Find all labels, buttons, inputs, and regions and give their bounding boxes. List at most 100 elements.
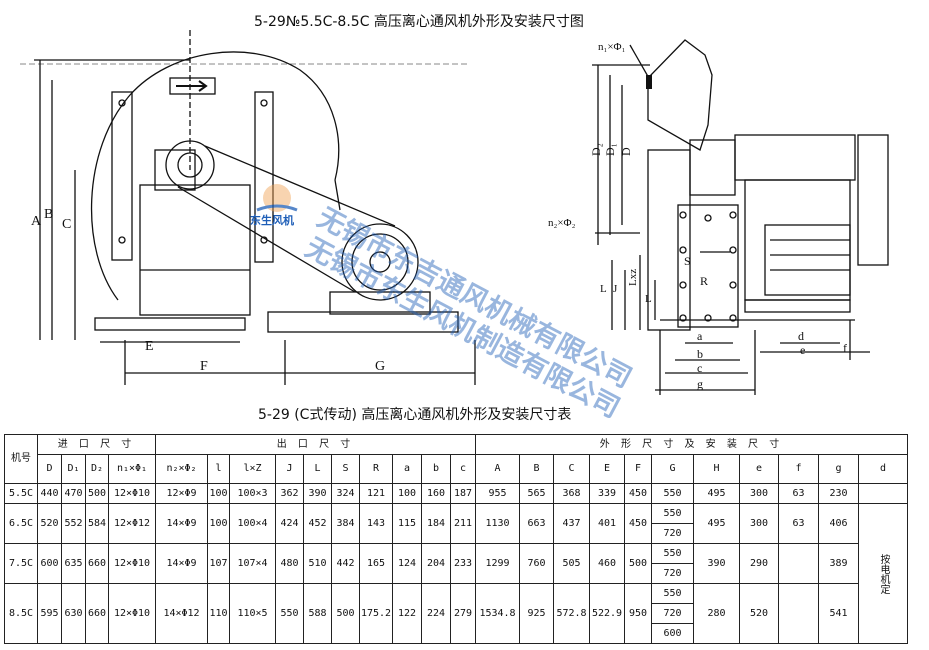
dim-Lxz: Lxz bbox=[627, 269, 639, 286]
col-header: b bbox=[421, 454, 451, 484]
header-inlet: 进 口 尺 寸 bbox=[37, 434, 156, 455]
col-header: F bbox=[624, 454, 652, 484]
table-cell-a: 100 bbox=[392, 483, 422, 504]
dim-D: D bbox=[619, 147, 633, 156]
table-cell-D: 600 bbox=[37, 543, 62, 584]
table-cell-E: 522.9 bbox=[589, 583, 625, 644]
fan-installation-drawing: A B C E F G n₁×Φ₁ D₂ D₁ D n₂×Φ₂ S R Lxz … bbox=[20, 30, 889, 395]
table-cell-D: 595 bbox=[37, 583, 62, 644]
table-cell-e: 300 bbox=[739, 503, 779, 544]
col-header: J bbox=[275, 454, 304, 484]
table-cell-b: 224 bbox=[421, 583, 451, 644]
fan-base bbox=[94, 317, 246, 331]
table-cell-E: 460 bbox=[589, 543, 625, 584]
dim-E: E bbox=[145, 339, 154, 354]
table-cell-c: 279 bbox=[450, 583, 476, 644]
dim-F: F bbox=[200, 359, 208, 374]
right-support bbox=[254, 91, 274, 263]
outlet-flange bbox=[677, 204, 739, 328]
table-cell-b: 160 bbox=[421, 483, 451, 504]
table-cell-C: 368 bbox=[553, 483, 590, 504]
flange-bolt-mark bbox=[646, 75, 652, 89]
table-cell-C: 437 bbox=[553, 503, 590, 544]
table-row: 720 bbox=[5, 523, 908, 544]
spec-table: 机号 进 口 尺 寸 出 口 尺 寸 外 形 尺 寸 及 安 装 尺 寸 D D… bbox=[4, 434, 908, 644]
table-cell-A: 1130 bbox=[475, 503, 520, 544]
col-header: A bbox=[475, 454, 520, 484]
dim-c: c bbox=[697, 361, 702, 375]
table-cell-l: 100 bbox=[207, 503, 230, 544]
left-support bbox=[111, 91, 133, 261]
dim-D2: D₂ bbox=[589, 143, 603, 156]
table-cell-G: 720 bbox=[651, 523, 694, 544]
label-n2-phi2: n₂×Φ₂ bbox=[548, 217, 576, 229]
watermark-logo-text: 东生风机 bbox=[250, 214, 294, 227]
table-cell-e: 520 bbox=[739, 583, 779, 644]
side-pulley bbox=[857, 134, 889, 266]
table-cell-n1f1: 12×Φ10 bbox=[108, 543, 156, 584]
table-cell-H: 280 bbox=[693, 583, 740, 644]
table-cell-D2: 500 bbox=[85, 483, 109, 504]
table-cell-D: 440 bbox=[37, 483, 62, 504]
dim-D1: D₁ bbox=[603, 143, 617, 156]
table-cell-l: 100 bbox=[207, 483, 230, 504]
dim-C: C bbox=[62, 217, 71, 232]
bearing-housing bbox=[734, 134, 856, 181]
table-cell-a: 124 bbox=[392, 543, 422, 584]
inlet-flange bbox=[647, 39, 713, 151]
table-cell-c: 211 bbox=[450, 503, 476, 544]
table-cell-a: 122 bbox=[392, 583, 422, 644]
table-cell-lz: 100×3 bbox=[229, 483, 276, 504]
table-cell-d-note: 按电机定 bbox=[858, 503, 908, 644]
table-cell-B: 663 bbox=[519, 503, 554, 544]
table-cell-C: 505 bbox=[553, 543, 590, 584]
header-overall: 外 形 尺 寸 及 安 装 尺 寸 bbox=[475, 434, 908, 455]
col-header: R bbox=[359, 454, 393, 484]
table-cell-J: 550 bbox=[275, 583, 304, 644]
table-cell-c: 233 bbox=[450, 543, 476, 584]
table-cell-G: 550 bbox=[651, 503, 694, 524]
table-row: 600 bbox=[5, 623, 908, 644]
col-header: C bbox=[553, 454, 590, 484]
table-cell-S: 442 bbox=[331, 543, 360, 584]
table-cell-g: 541 bbox=[818, 583, 859, 644]
col-header: g bbox=[818, 454, 859, 484]
table-cell-G: 600 bbox=[651, 623, 694, 644]
dim-L-inner: L bbox=[645, 293, 652, 305]
header-model: 机号 bbox=[4, 434, 38, 484]
table-cell-R: 165 bbox=[359, 543, 393, 584]
table-cell-D1: 552 bbox=[61, 503, 86, 544]
table-cell-E: 339 bbox=[589, 483, 625, 504]
col-header: L bbox=[303, 454, 332, 484]
table-column-header-row: D D₁ D₂ n₁×Φ₁ n₂×Φ₂ l l×Z J L S R a b c … bbox=[5, 454, 908, 484]
table-cell-model: 6.5C bbox=[4, 503, 38, 544]
dim-a: a bbox=[697, 329, 703, 343]
table-cell-c: 187 bbox=[450, 483, 476, 504]
table-cell-n1f1: 12×Φ10 bbox=[108, 483, 156, 504]
dim-L-outer: L bbox=[600, 283, 607, 295]
table-cell-D: 520 bbox=[37, 503, 62, 544]
dim-B: B bbox=[44, 207, 53, 222]
table-cell-D1: 635 bbox=[61, 543, 86, 584]
table-cell-model: 7.5C bbox=[4, 543, 38, 584]
col-header: n₁×Φ₁ bbox=[108, 454, 156, 484]
table-cell-J: 362 bbox=[275, 483, 304, 504]
col-header: B bbox=[519, 454, 554, 484]
table-cell-a: 115 bbox=[392, 503, 422, 544]
col-header: S bbox=[331, 454, 360, 484]
table-cell-G: 720 bbox=[651, 563, 694, 584]
col-header: f bbox=[778, 454, 819, 484]
table-cell-L: 510 bbox=[303, 543, 332, 584]
col-header: n₂×Φ₂ bbox=[155, 454, 208, 484]
table-cell-L: 452 bbox=[303, 503, 332, 544]
table-cell-G: 550 bbox=[651, 543, 694, 564]
table-cell-F: 450 bbox=[624, 503, 652, 544]
dim-R: R bbox=[700, 274, 708, 288]
table-cell-H: 390 bbox=[693, 543, 740, 584]
table-cell-f: 63 bbox=[778, 503, 819, 544]
label-n1-phi1: n₁×Φ₁ bbox=[598, 41, 626, 53]
table-cell-L: 390 bbox=[303, 483, 332, 504]
table-cell-B: 925 bbox=[519, 583, 554, 644]
